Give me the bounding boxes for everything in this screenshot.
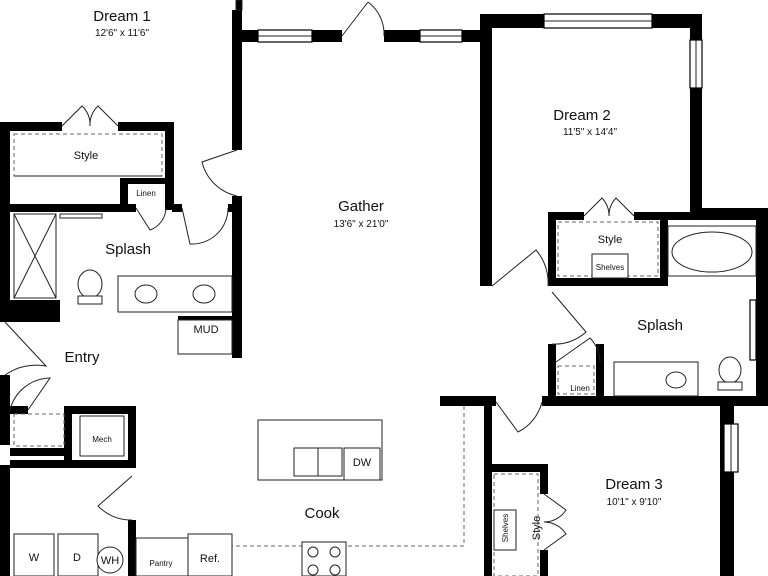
room-dim-gather: 13'6" x 21'0" <box>334 219 389 230</box>
doors <box>4 0 635 551</box>
room-dim-dream2: 11'5" x 14'4" <box>563 127 618 138</box>
windows <box>257 13 757 473</box>
room-name-splash2: Splash <box>637 317 683 334</box>
room-name-dream3: Dream 3 <box>605 476 663 493</box>
fixtures <box>13 133 757 576</box>
label-shelves-dream2: Shelves <box>596 263 624 272</box>
label-style-dream2: Style <box>598 234 622 246</box>
label-dryer: D <box>73 552 81 564</box>
label-dw: DW <box>353 457 372 469</box>
room-name-cook: Cook <box>304 505 340 522</box>
label-mud: MUD <box>193 324 218 336</box>
label-pantry: Pantry <box>149 559 172 568</box>
label-water-heater: WH <box>101 555 119 567</box>
label-shelves-dream3: Shelves <box>501 514 510 542</box>
room-name-splash1: Splash <box>105 241 151 258</box>
label-washer: W <box>29 552 40 564</box>
room-name-entry: Entry <box>64 349 100 366</box>
room-name-gather: Gather <box>338 198 384 215</box>
room-name-dream2: Dream 2 <box>553 107 611 124</box>
label-style-dream1: Style <box>74 150 98 162</box>
room-dim-dream1: 12'6" x 11'6" <box>95 28 150 39</box>
room-name-dream1: Dream 1 <box>93 8 151 25</box>
room-dim-dream3: 10'1" x 9'10" <box>607 497 662 508</box>
label-style-dream3: Style <box>531 516 543 540</box>
label-mech: Mech <box>92 435 112 444</box>
labels: Dream 1 12'6" x 11'6" Gather 13'6" x 21'… <box>29 8 683 568</box>
label-linen1: Linen <box>136 189 156 198</box>
label-linen2: Linen <box>570 384 590 393</box>
label-ref: Ref. <box>200 553 220 565</box>
